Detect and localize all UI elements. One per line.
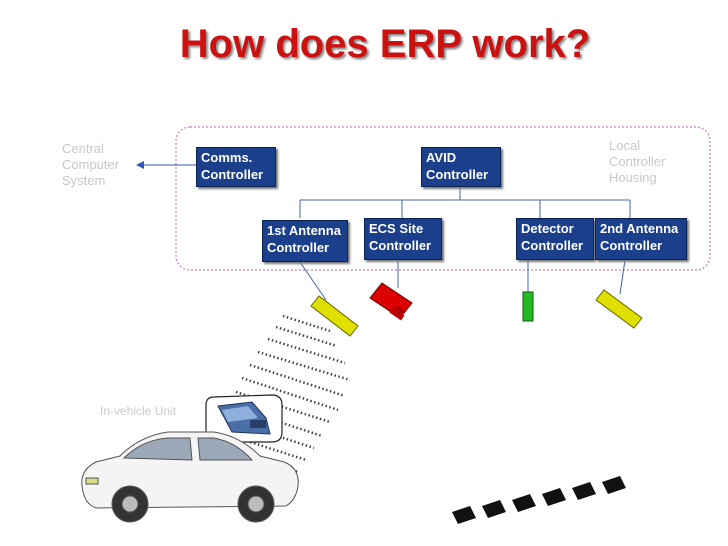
controller-bus [299,188,631,301]
comms-controller: Comms. Controller [196,147,276,187]
detector-controller: Detector Controller [516,218,594,260]
road-markings [452,476,626,524]
camera-icon [369,282,413,321]
controller-housing-border [175,126,711,271]
antenna-1-icon [310,295,359,337]
local-housing-label: Local Controller Housing [609,138,666,185]
detector-icon [522,291,534,322]
page-title: How does ERP work? [179,22,591,66]
ecs-site-controller: ECS Site Controller [364,218,442,260]
avid-controller: AVID Controller [421,147,501,187]
central-computer-label: Central Computer System [62,141,120,188]
in-vehicle-unit-label: In-vehicle Unit [100,404,177,418]
antenna-1-controller: 1st Antenna Controller [262,220,348,262]
car-icon [81,431,299,523]
antenna-2-controller: 2nd Antenna Controller [595,218,687,260]
in-vehicle-unit-icon [217,401,271,435]
arrowhead-icon [136,161,144,169]
antenna-2-icon [595,289,643,329]
